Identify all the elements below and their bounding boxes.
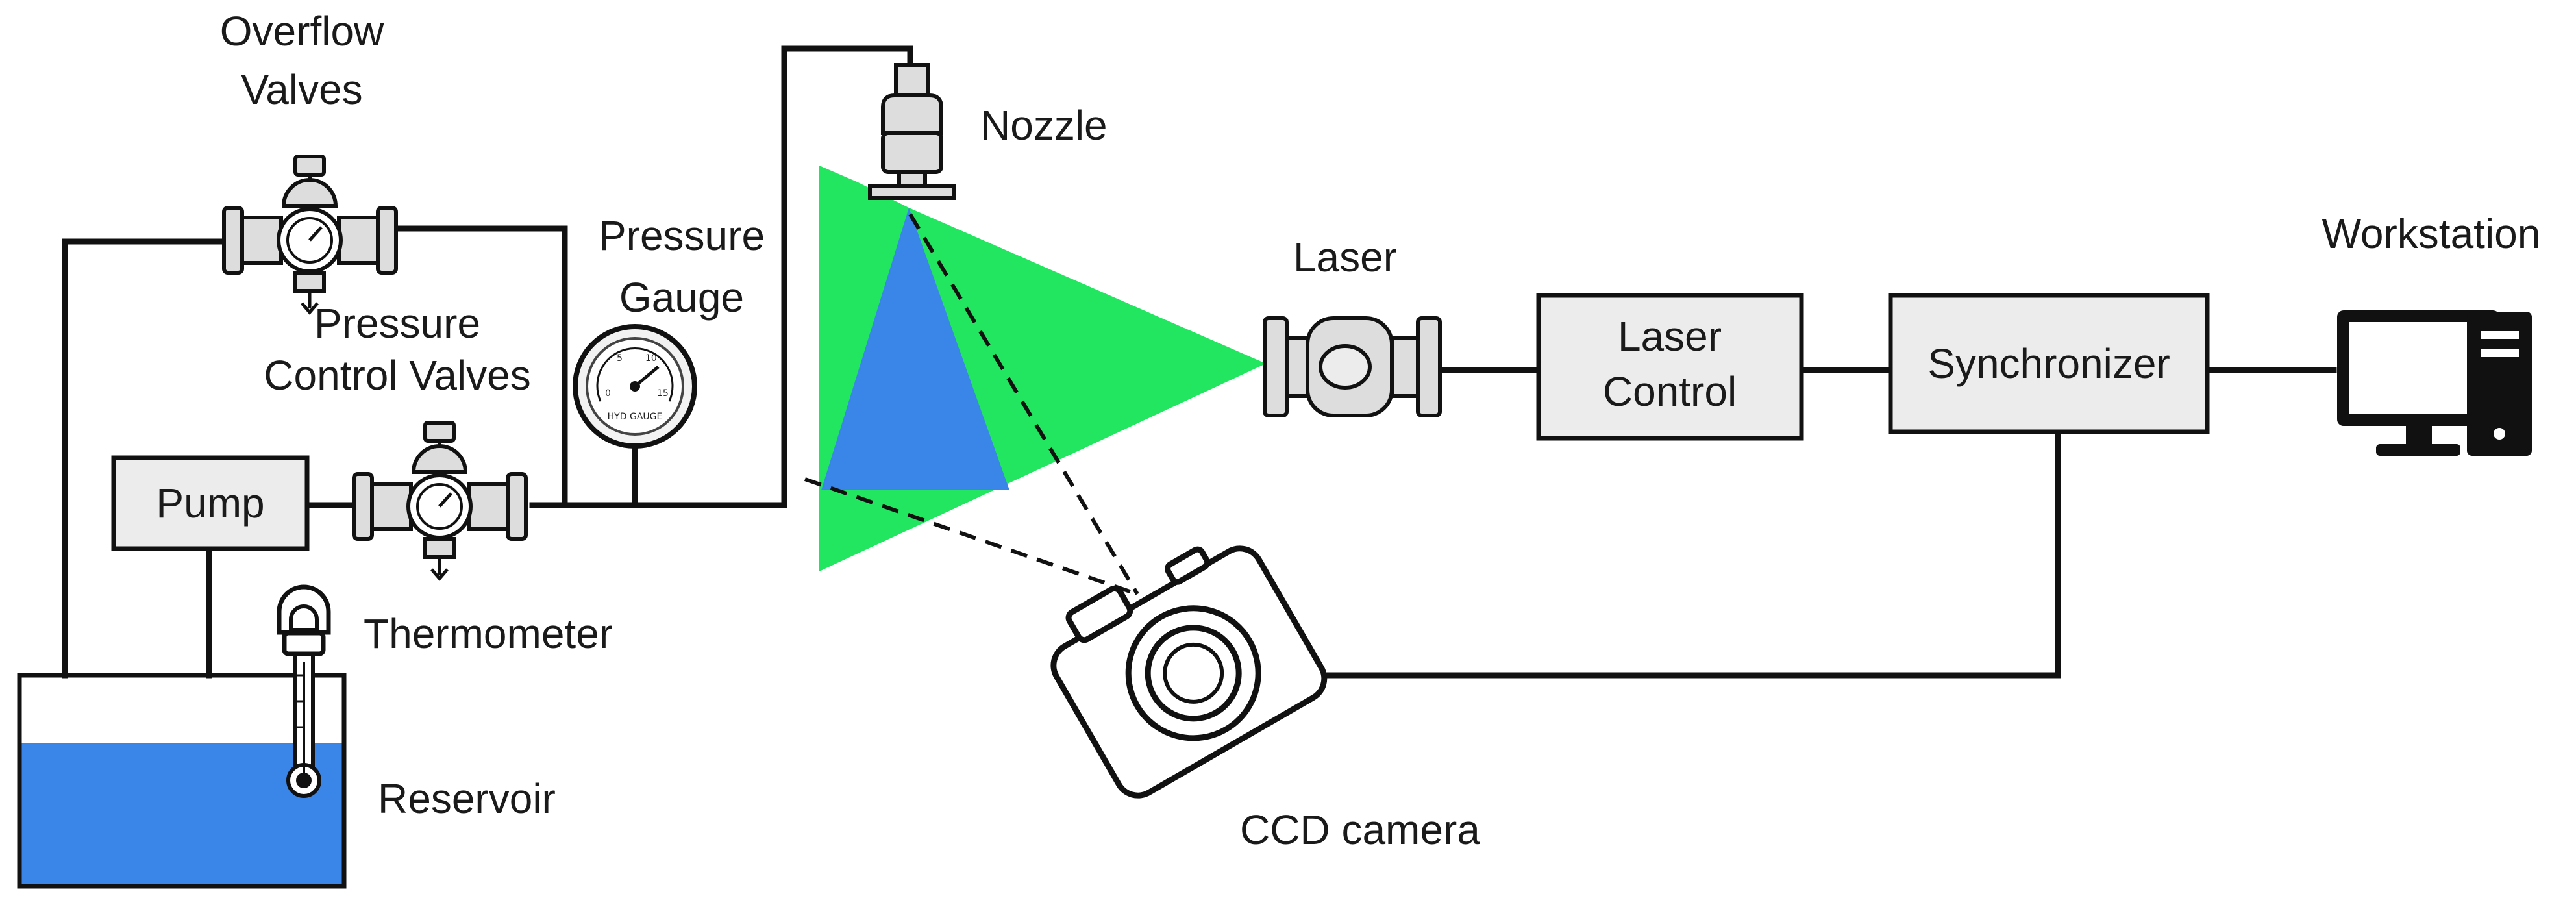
camera-icon [1050, 545, 1328, 799]
overflow-valves-label-line2: Valves [241, 66, 362, 113]
spray-cone [821, 208, 1009, 490]
pressure-control-valve-icon [352, 421, 528, 581]
overflow-valve-icon [222, 155, 398, 315]
gauge-tick-10: 10 [645, 353, 657, 364]
pressure-control-label-line2: Control Valves [264, 352, 530, 399]
laser-control-label-line2: Control [1603, 368, 1737, 415]
ccd-camera-label: CCD camera [1240, 806, 1480, 853]
laser-control-label-line1: Laser [1618, 313, 1722, 360]
workstation-label: Workstation [2322, 210, 2541, 257]
pump-label: Pump [156, 480, 264, 527]
reservoir-tank [17, 673, 347, 889]
laser-icon [1263, 316, 1442, 417]
pipes [62, 45, 2337, 679]
gauge-tick-0: 0 [605, 388, 611, 399]
gauge-tick-5: 5 [617, 353, 623, 364]
pressure-control-label-line1: Pressure [314, 300, 480, 347]
overflow-valves-label-line1: Overflow [220, 8, 384, 55]
gauge-tick-15: 15 [657, 388, 669, 399]
laser-control-box [1536, 293, 1804, 441]
camera-field-of-view [804, 213, 1139, 596]
pressure-gauge-icon: 0 5 10 15 HYD GAUGE [573, 324, 697, 449]
synchronizer-box [1888, 293, 2210, 434]
gauge-face-text: HYD GAUGE [608, 412, 663, 422]
desktop-computer-icon [2337, 310, 2532, 456]
pump-box [111, 455, 310, 551]
synchronizer-label: Synchronizer [1927, 340, 2170, 387]
thermometer-label: Thermometer [364, 610, 613, 657]
thermometer-icon [277, 584, 331, 798]
pressure-gauge-label-line1: Pressure [599, 212, 765, 259]
pressure-gauge-label-line2: Gauge [619, 274, 744, 321]
reservoir-label: Reservoir [378, 775, 556, 822]
nozzle-icon [868, 63, 956, 200]
laser-label: Laser [1293, 234, 1397, 280]
nozzle-label: Nozzle [980, 102, 1108, 149]
